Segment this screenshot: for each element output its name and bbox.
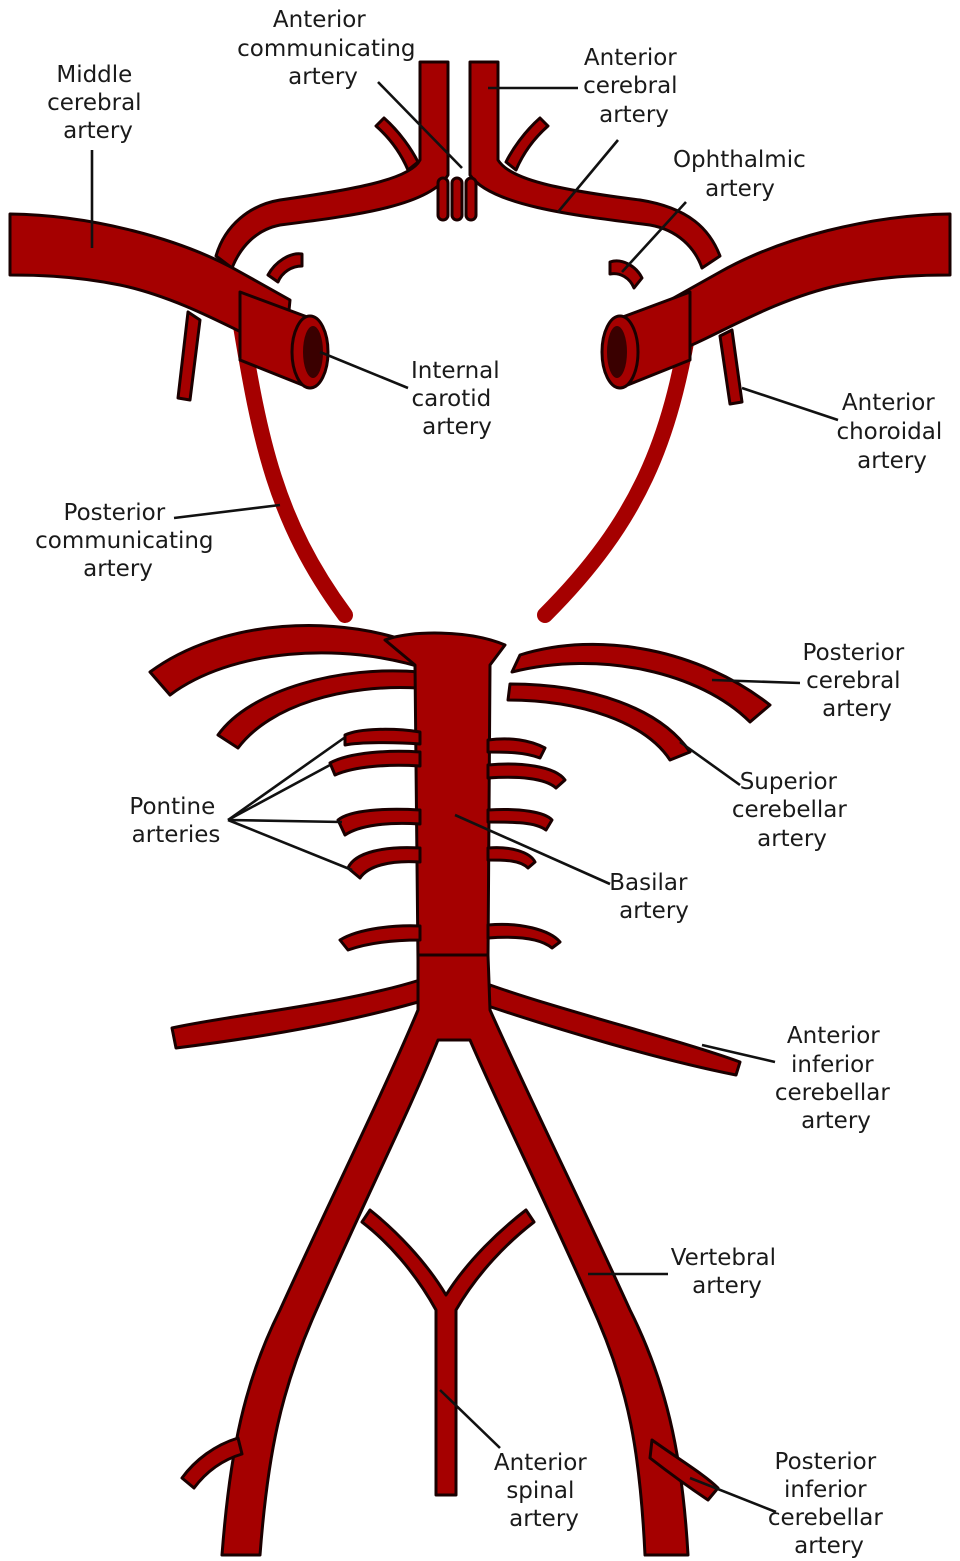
internal-carotid-artery-right bbox=[600, 290, 692, 390]
label-ophthalmic-artery: Ophthalmic artery bbox=[673, 147, 813, 202]
label-internal-carotid-artery: Internal carotid artery bbox=[411, 358, 507, 440]
label-pontine-arteries: Pontine arteries bbox=[129, 794, 222, 848]
label-anterior-cerebral-artery: Anterior cerebral artery bbox=[583, 45, 685, 128]
label-vertebral-artery: Vertebral artery bbox=[671, 1245, 784, 1299]
posterior-communicating-artery-left bbox=[232, 312, 353, 623]
posterior-communicating-artery-right bbox=[537, 312, 698, 623]
anterior-spinal-artery bbox=[360, 1208, 536, 1497]
label-anterior-communicating-artery: Anterior communicating artery bbox=[237, 7, 423, 90]
label-basilar-artery: Basilar artery bbox=[609, 870, 695, 924]
anterior-cerebral-arteries bbox=[214, 60, 722, 270]
basilar-artery bbox=[383, 631, 507, 962]
label-superior-cerebellar-artery: Superior cerebellar artery bbox=[732, 769, 854, 852]
pontine-arteries bbox=[328, 727, 567, 952]
label-anterior-choroidal-artery: Anterior choroidal artery bbox=[836, 390, 949, 474]
label-middle-cerebral-artery: Middle cerebral artery bbox=[47, 62, 149, 144]
middle-cerebral-artery-right bbox=[608, 212, 952, 406]
vertebral-arteries bbox=[220, 953, 690, 1557]
internal-carotid-artery-left bbox=[238, 290, 330, 390]
label-anterior-spinal-artery: Anterior spinal artery bbox=[494, 1450, 594, 1532]
label-posterior-inferior-cerebellar-artery: Posterior inferior cerebellar artery bbox=[768, 1449, 890, 1559]
label-posterior-communicating-artery: Posterior communicating artery bbox=[35, 500, 221, 582]
label-anterior-inferior-cerebellar-artery: Anterior inferior cerebellar artery bbox=[775, 1023, 897, 1134]
leader-lines bbox=[90, 81, 839, 1514]
posterior-inferior-cerebellar-arteries bbox=[180, 1436, 720, 1502]
label-posterior-cerebral-artery: Posterior cerebral artery bbox=[803, 640, 912, 722]
